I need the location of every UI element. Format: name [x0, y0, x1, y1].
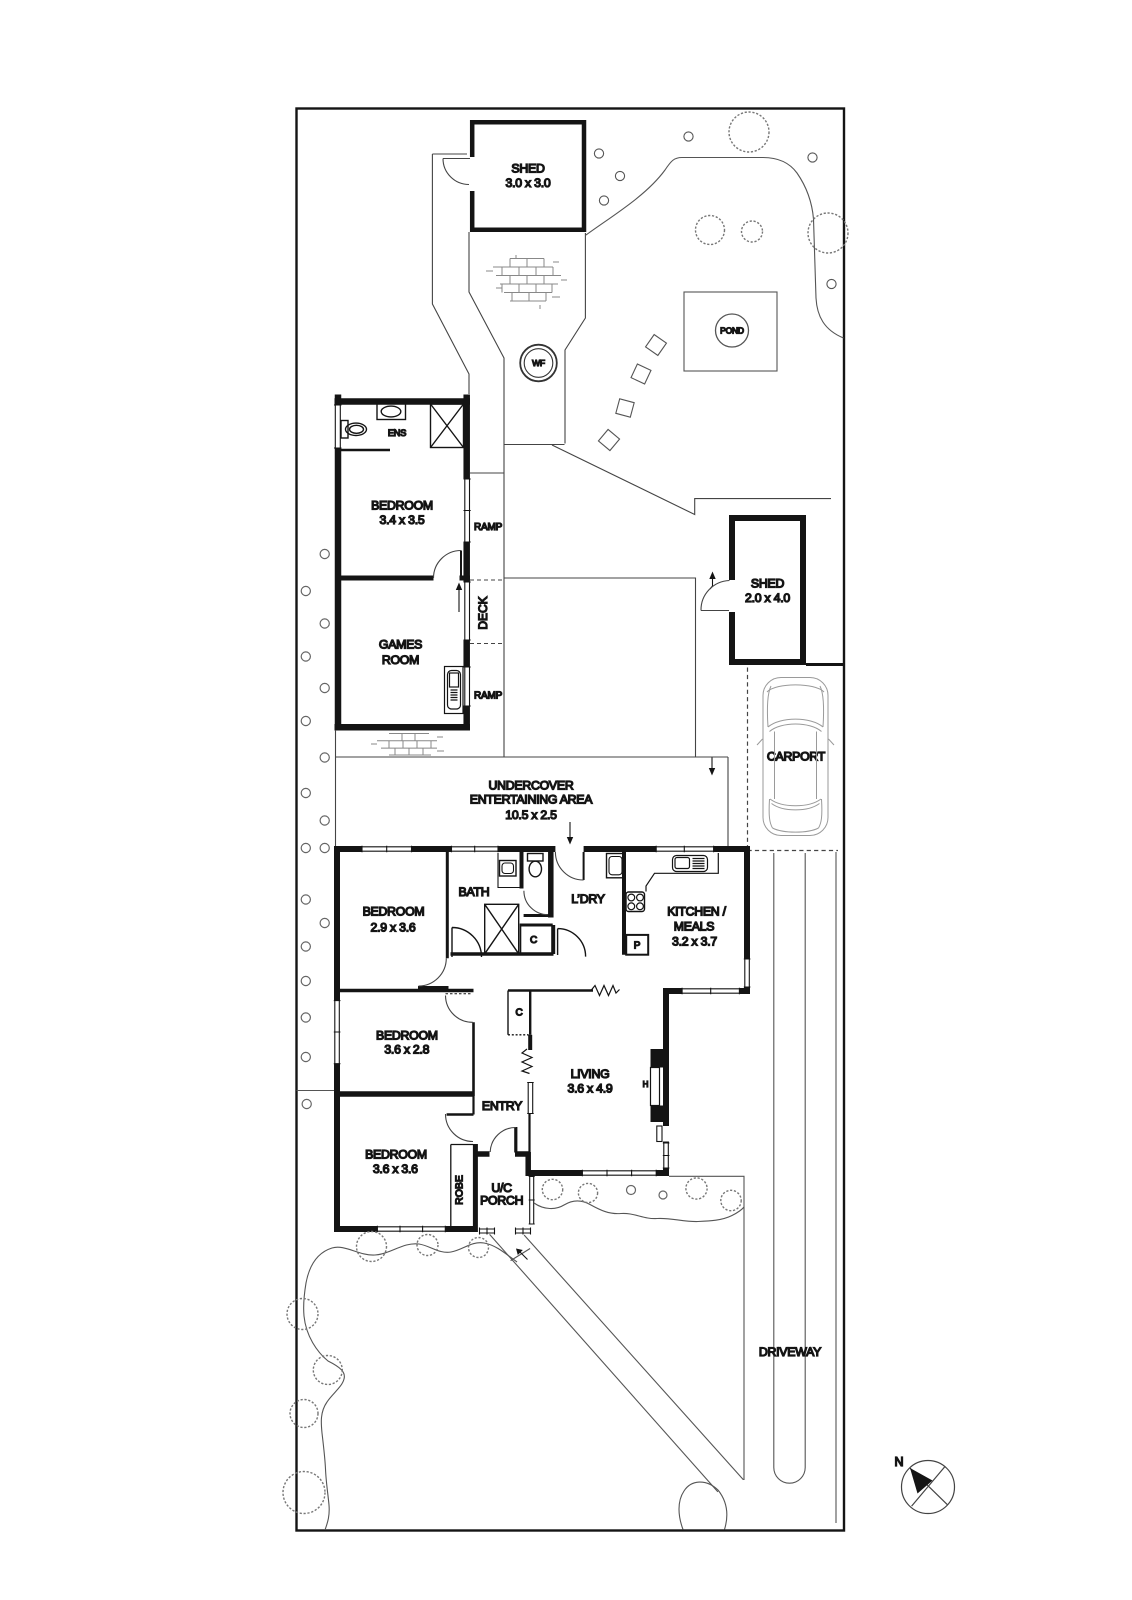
svg-text:3.2 x 3.7: 3.2 x 3.7 — [672, 935, 717, 949]
svg-text:DECK: DECK — [476, 596, 490, 629]
svg-text:U/C: U/C — [491, 1181, 512, 1195]
svg-text:N: N — [894, 1455, 903, 1469]
svg-text:WF: WF — [532, 358, 545, 368]
svg-text:BEDROOM: BEDROOM — [376, 1029, 438, 1043]
svg-text:BATH: BATH — [459, 885, 490, 899]
svg-text:ROBE: ROBE — [454, 1175, 466, 1205]
svg-text:CARPORT: CARPORT — [767, 750, 826, 764]
svg-text:C: C — [515, 1008, 522, 1019]
svg-text:P: P — [634, 941, 641, 952]
svg-text:UNDERCOVER: UNDERCOVER — [489, 779, 574, 793]
svg-text:RAMP: RAMP — [474, 522, 503, 533]
svg-text:3.6 x 3.6: 3.6 x 3.6 — [373, 1162, 418, 1176]
svg-text:DRIVEWAY: DRIVEWAY — [759, 1345, 821, 1359]
svg-text:BEDROOM: BEDROOM — [365, 1148, 427, 1162]
svg-text:BEDROOM: BEDROOM — [371, 499, 433, 513]
svg-text:2.0 x 4.0: 2.0 x 4.0 — [745, 591, 790, 605]
svg-text:C: C — [530, 935, 537, 946]
svg-text:SHED: SHED — [751, 577, 785, 591]
svg-text:POND: POND — [720, 326, 744, 336]
svg-text:ENTRY: ENTRY — [482, 1099, 522, 1113]
svg-text:L’DRY: L’DRY — [571, 892, 604, 906]
svg-text:H: H — [643, 1080, 649, 1089]
svg-text:GAMES: GAMES — [379, 638, 422, 652]
svg-text:BEDROOM: BEDROOM — [363, 905, 425, 919]
svg-text:3.0 x 3.0: 3.0 x 3.0 — [506, 176, 551, 190]
svg-text:ROOM: ROOM — [382, 653, 419, 667]
svg-text:PORCH: PORCH — [480, 1194, 523, 1208]
svg-text:RAMP: RAMP — [474, 691, 503, 702]
svg-text:SHED: SHED — [511, 162, 545, 176]
svg-text:10.5 x 2.5: 10.5 x 2.5 — [505, 808, 557, 822]
svg-text:LIVING: LIVING — [571, 1067, 610, 1081]
svg-text:ENTERTAINING AREA: ENTERTAINING AREA — [470, 793, 593, 807]
svg-text:MEALS: MEALS — [674, 920, 714, 934]
svg-text:3.4 x 3.5: 3.4 x 3.5 — [380, 513, 425, 527]
svg-text:ENS: ENS — [388, 428, 406, 438]
svg-text:KITCHEN /: KITCHEN / — [667, 905, 726, 919]
svg-text:3.6 x 2.8: 3.6 x 2.8 — [384, 1043, 429, 1057]
svg-text:3.6 x 4.9: 3.6 x 4.9 — [568, 1082, 613, 1096]
svg-text:2.9 x 3.6: 2.9 x 3.6 — [371, 921, 416, 935]
